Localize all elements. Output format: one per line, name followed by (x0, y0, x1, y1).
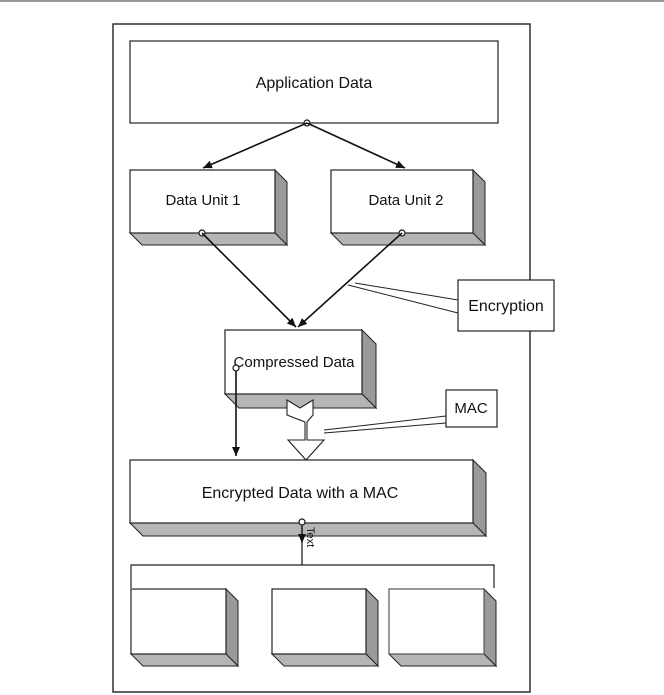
encrypted-data-box: Encrypted Data with a MAC (128, 458, 488, 538)
text-label: Text (304, 527, 316, 547)
application-data-label: Application Data (256, 75, 373, 92)
data-unit-2-label: Data Unit 2 (368, 192, 443, 209)
compressed-data-box: Compressed Data (223, 328, 378, 410)
mac-flow-arrow (286, 399, 326, 461)
arrow-to-data-unit-2 (306, 122, 406, 169)
encrypted-data-label: Encrypted Data with a MAC (202, 485, 399, 502)
data-unit-1-label: Data Unit 1 (165, 192, 240, 209)
output-block-1 (129, 587, 240, 668)
output-block-2 (270, 587, 380, 668)
encryption-label: Encryption (468, 298, 544, 315)
encrypted-out-point (298, 518, 306, 526)
application-data-box: Application Data (129, 40, 499, 124)
encryption-callout: Encryption (347, 279, 555, 332)
data-unit-2-box: Data Unit 2 (329, 168, 487, 247)
output-bracket (130, 564, 495, 588)
arrow-unit1-to-compressed (201, 232, 297, 328)
compressed-out-point (232, 364, 240, 372)
data-unit-1-box: Data Unit 1 (128, 168, 289, 247)
arrow-unit2-to-compressed (297, 232, 403, 328)
mac-label: MAC (454, 400, 488, 417)
output-block-3 (387, 587, 498, 668)
compressed-data-label: Compressed Data (234, 354, 356, 371)
mac-callout: MAC (323, 389, 498, 434)
arrow-to-data-unit-1 (202, 122, 308, 169)
